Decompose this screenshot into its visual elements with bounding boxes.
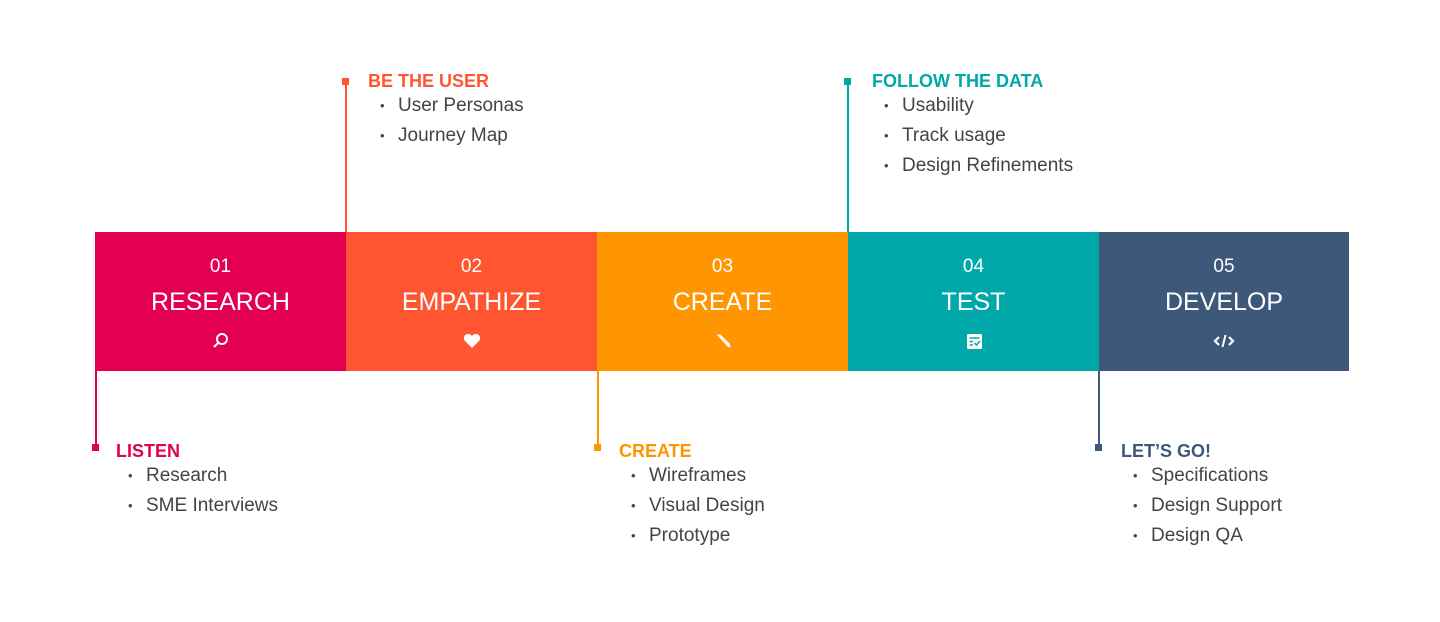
connector-line-lets-go xyxy=(1098,370,1100,448)
marker-be-the-user xyxy=(342,78,349,85)
list-item: Journey Map xyxy=(368,121,524,151)
marker-listen xyxy=(92,444,99,451)
callout-be-the-user: BE THE USER User PersonasJourney Map xyxy=(368,71,524,151)
marker-follow-the-data xyxy=(844,78,851,85)
list-item: Usability xyxy=(872,91,1073,121)
checklist-icon xyxy=(848,331,1099,351)
connector-line-be-the-user xyxy=(345,81,347,232)
stage-number: 04 xyxy=(962,256,985,277)
pencil-icon xyxy=(597,331,848,351)
list-item: User Personas xyxy=(368,91,524,121)
callout-lets-go: LET’S GO! SpecificationsDesign SupportDe… xyxy=(1121,441,1282,551)
stage-number: 05 xyxy=(1213,256,1235,277)
list-item: Research xyxy=(116,461,278,491)
connector-line-create xyxy=(597,370,599,448)
stage-number: 03 xyxy=(711,256,734,277)
stage-create: 03 CREATE xyxy=(597,232,848,371)
stage-label: EMPATHIZE xyxy=(401,288,542,316)
list-item: Design Support xyxy=(1121,491,1282,521)
stage-number: 01 xyxy=(209,256,232,277)
stage-research: 01 RESEARCH xyxy=(95,232,346,371)
callout-follow-the-data: FOLLOW THE DATA UsabilityTrack usageDesi… xyxy=(872,71,1073,181)
search-icon xyxy=(95,331,346,351)
list-item: Prototype xyxy=(619,521,765,551)
marker-create xyxy=(594,444,601,451)
connector-line-listen xyxy=(95,370,97,448)
callout-title: LET’S GO! xyxy=(1121,441,1211,461)
list-item: Visual Design xyxy=(619,491,765,521)
callout-listen: LISTEN ResearchSME Interviews xyxy=(116,441,278,521)
callout-title: LISTEN xyxy=(116,441,181,461)
stage-empathize: 02 EMPATHIZE xyxy=(346,232,597,371)
list-item: Specifications xyxy=(1121,461,1282,491)
stage-test: 04 TEST xyxy=(848,232,1099,371)
list-item: Design QA xyxy=(1121,521,1282,551)
list-item: Track usage xyxy=(872,121,1073,151)
callout-create: CREATE WireframesVisual DesignPrototype xyxy=(619,441,765,551)
stage-label: RESEARCH xyxy=(151,288,290,316)
list-item: SME Interviews xyxy=(116,491,278,521)
stage-number: 02 xyxy=(460,256,483,277)
code-icon xyxy=(1099,331,1349,351)
stage-label: DEVELOP xyxy=(1164,288,1284,316)
heart-icon xyxy=(346,331,597,351)
callout-title: FOLLOW THE DATA xyxy=(872,71,1044,91)
list-item: Design Refinements xyxy=(872,151,1073,181)
stage-develop: 05 DEVELOP xyxy=(1099,232,1349,371)
marker-lets-go xyxy=(1095,444,1102,451)
connector-line-follow-the-data xyxy=(847,81,849,232)
stage-label: TEST xyxy=(941,288,1006,316)
callout-title: CREATE xyxy=(619,441,692,461)
list-item: Wireframes xyxy=(619,461,765,491)
callout-title: BE THE USER xyxy=(368,71,490,91)
stage-label: CREATE xyxy=(672,288,773,316)
